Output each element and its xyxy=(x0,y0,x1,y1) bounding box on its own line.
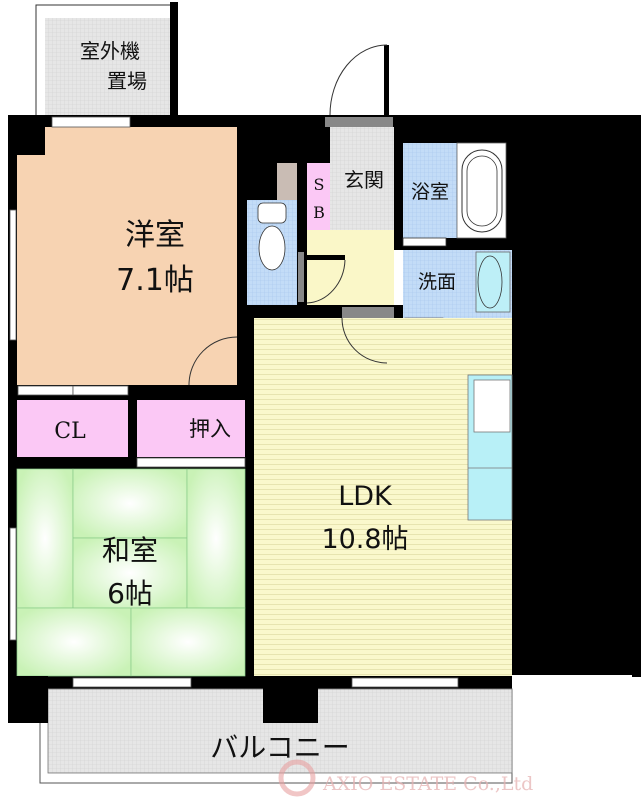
bathroom-label: 浴室 xyxy=(411,181,449,203)
shoe-box-label-1: S xyxy=(314,175,325,194)
entrance: 玄関 xyxy=(325,117,394,230)
closet: CL xyxy=(17,385,129,457)
japanese-room-size: 6帖 xyxy=(107,577,153,610)
toilet-room xyxy=(247,163,297,305)
window-north xyxy=(51,116,131,128)
ldk-name: LDK xyxy=(338,481,393,512)
entrance-door xyxy=(329,44,389,117)
watermark: AXIO ESTATE Co.,Ltd xyxy=(278,759,533,797)
wash-basin-icon xyxy=(477,255,503,309)
western-room-door xyxy=(188,336,238,386)
ldk-door xyxy=(341,317,388,364)
oshiire-label: 押入 xyxy=(189,417,231,441)
outer-wall-east xyxy=(512,115,640,723)
western-room-name: 洋室 xyxy=(125,218,185,253)
washroom-label: 洗面 xyxy=(418,271,456,293)
axio-logo-icon xyxy=(278,759,316,797)
ldk: LDK 10.8帖 xyxy=(254,307,513,676)
japanese-room-name: 和室 xyxy=(102,534,158,567)
western-room-size: 7.1帖 xyxy=(116,263,194,298)
window-south-japanese xyxy=(72,677,192,688)
balcony: バルコニー xyxy=(8,676,513,784)
shoe-box-label-2: B xyxy=(313,203,325,222)
bathtub-icon xyxy=(461,149,503,233)
window-west xyxy=(9,209,17,341)
hallway-door xyxy=(306,259,346,304)
japanese-room: 和室 6帖 xyxy=(9,468,246,677)
oshiire: 押入 xyxy=(136,400,246,468)
western-room: 洋室 7.1帖 xyxy=(17,127,237,385)
toilet-bowl-icon xyxy=(258,225,286,271)
ldk-size: 10.8帖 xyxy=(321,524,408,555)
entrance-label: 玄関 xyxy=(344,168,384,192)
bathroom: 浴室 xyxy=(402,142,507,247)
outdoor-unit-label-1: 室外機 xyxy=(80,39,140,63)
window-south-ldk xyxy=(351,677,459,688)
closet-label: CL xyxy=(54,419,86,444)
kitchen-sink-icon xyxy=(473,379,511,433)
watermark-text: AXIO ESTATE Co.,Ltd xyxy=(322,773,533,795)
outdoor-unit-space: 室外機 置場 xyxy=(35,2,178,118)
balcony-label: バルコニー xyxy=(210,731,349,764)
hallway xyxy=(298,230,394,305)
outdoor-unit-label-2: 置場 xyxy=(107,69,147,93)
toilet-tank-icon xyxy=(257,202,287,224)
shoe-box: S B xyxy=(307,163,332,230)
